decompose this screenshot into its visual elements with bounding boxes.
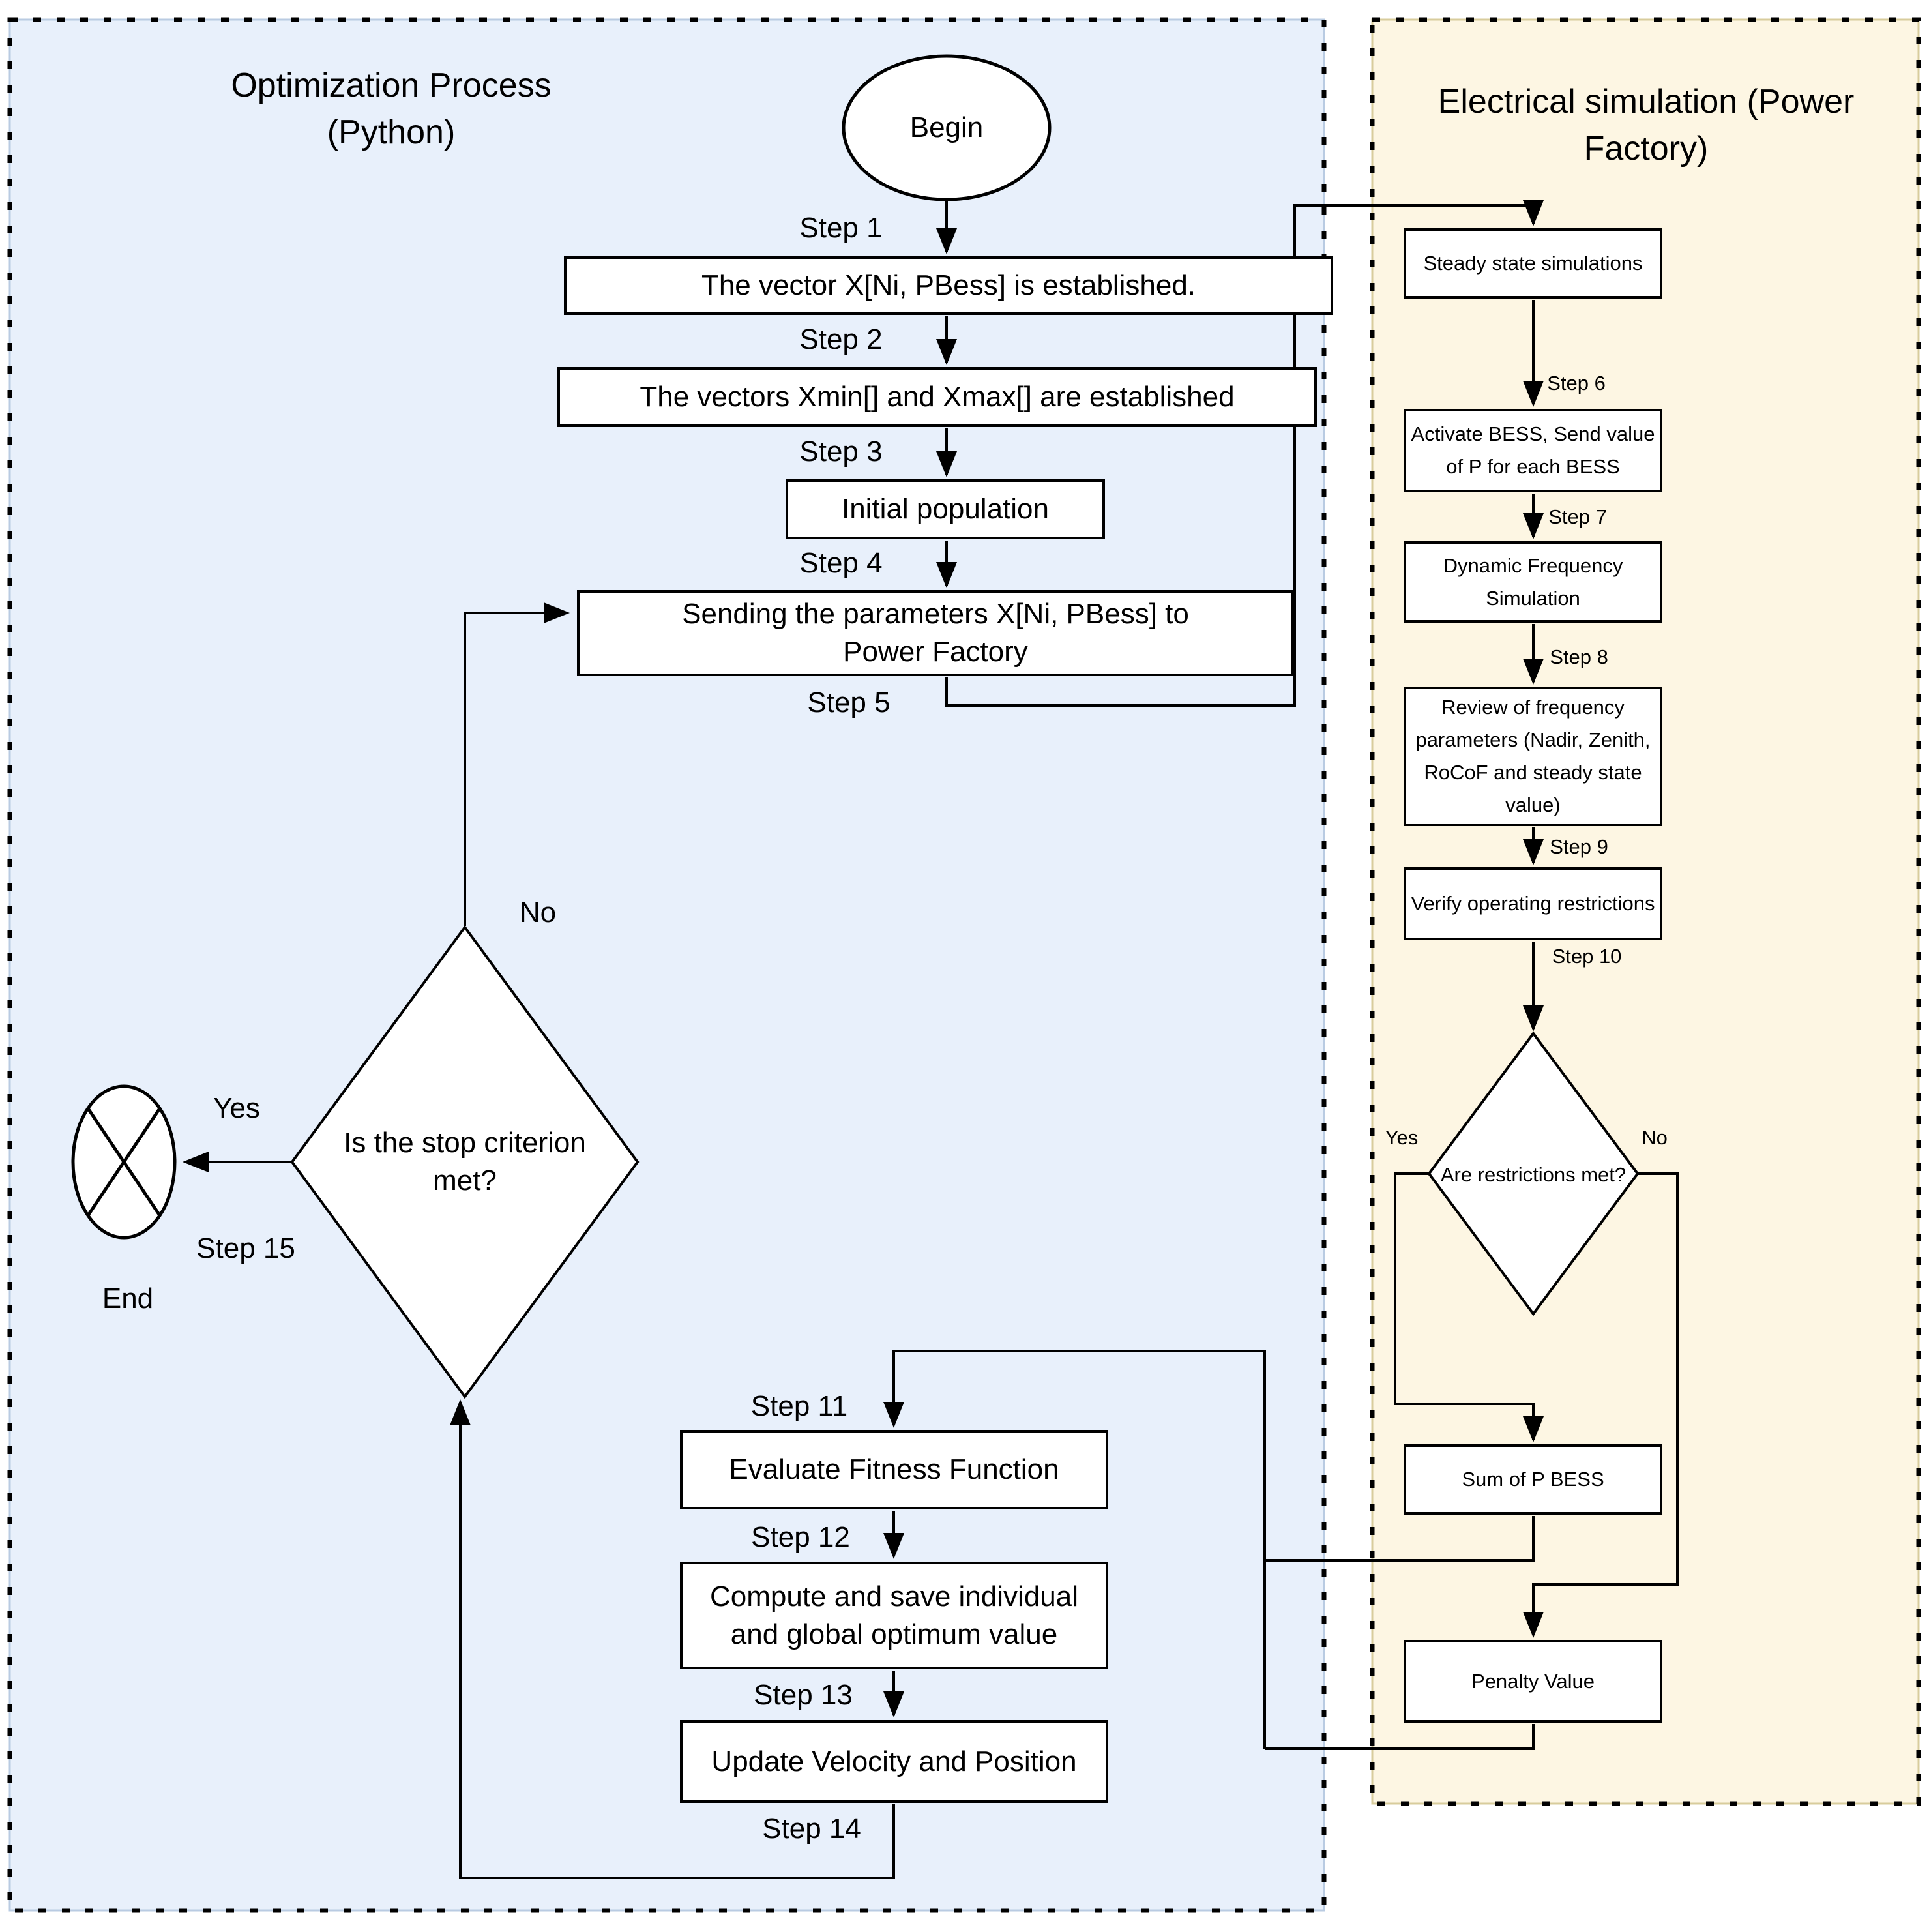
stop-criterion-diamond <box>290 925 640 1399</box>
end-label: End <box>102 1283 154 1315</box>
label-step-14: Step 14 <box>762 1813 861 1845</box>
node-vector-established: The vector X[Ni, PBess] is established. <box>564 256 1333 315</box>
label-step-8: Step 8 <box>1550 646 1608 668</box>
node-stop-criterion-label: Is the stop criterion met? <box>344 1127 586 1196</box>
arrow-step-11-entry <box>883 1350 1266 1749</box>
label-step-2: Step 2 <box>799 323 883 355</box>
node-begin-label: Begin <box>909 111 984 143</box>
label-step-9: Step 9 <box>1550 835 1608 858</box>
arrow-no-to-penalty <box>1523 1172 1679 1638</box>
line-sum-return <box>1265 1516 1535 1562</box>
node-sending-parameters: Sending the parameters X[Ni, PBess] to P… <box>577 590 1294 676</box>
node-update-velocity: Update Velocity and Position <box>680 1720 1108 1803</box>
arrow-no-branch-to-sending <box>464 602 570 926</box>
node-activate-bess: Activate BESS, Send value of P for each … <box>1404 409 1662 492</box>
node-review-frequency: Review of frequency parameters (Nadir, Z… <box>1404 687 1662 826</box>
right-panel-title: Electrical simulation (Power Factory) <box>1437 83 1855 168</box>
node-restrictions-met-label: Are restrictions met? <box>1440 1163 1627 1186</box>
node-vectors-min-max: The vectors Xmin[] and Xmax[] are establ… <box>557 367 1317 427</box>
label-yes-left: Yes <box>213 1092 260 1124</box>
label-step-3: Step 3 <box>799 436 883 468</box>
label-step-7: Step 7 <box>1548 505 1607 528</box>
label-step-10: Step 10 <box>1552 945 1622 968</box>
node-evaluate-fitness: Evaluate Fitness Function <box>680 1430 1108 1509</box>
end-terminal-icon <box>71 1084 177 1240</box>
node-penalty-value: Penalty Value <box>1404 1640 1662 1723</box>
label-step-4: Step 4 <box>799 547 883 579</box>
arrow-yes-to-sum <box>1394 1172 1544 1442</box>
label-no-right: No <box>1642 1126 1668 1149</box>
left-panel-title: Optimization Process (Python) <box>231 67 552 151</box>
label-step-15: Step 15 <box>196 1232 295 1264</box>
node-verify-restrictions: Verify operating restrictions <box>1404 867 1662 940</box>
label-step-11: Step 11 <box>750 1390 848 1422</box>
label-yes-right: Yes <box>1385 1126 1419 1149</box>
node-initial-population: Initial population <box>786 479 1105 539</box>
label-step-1: Step 1 <box>799 212 883 244</box>
node-sum-p-bess: Sum of P BESS <box>1404 1444 1662 1515</box>
label-step-5: Step 5 <box>807 687 891 719</box>
label-step-6: Step 6 <box>1547 372 1606 394</box>
node-compute-save: Compute and save individual and global o… <box>680 1562 1108 1669</box>
arrow-step-14-loop-to-diamond <box>450 1399 895 1879</box>
arrow-step-5-to-steady-state <box>945 200 1544 707</box>
begin-terminal-shape <box>842 54 1052 201</box>
label-step-13: Step 13 <box>754 1679 853 1711</box>
node-dynamic-frequency: Dynamic Frequency Simulation <box>1404 541 1662 623</box>
line-penalty-return <box>1265 1724 1535 1750</box>
restrictions-met-diamond <box>1427 1031 1640 1316</box>
node-steady-state: Steady state simulations <box>1404 228 1662 299</box>
label-step-12: Step 12 <box>751 1521 850 1553</box>
label-no-left: No <box>519 897 557 929</box>
